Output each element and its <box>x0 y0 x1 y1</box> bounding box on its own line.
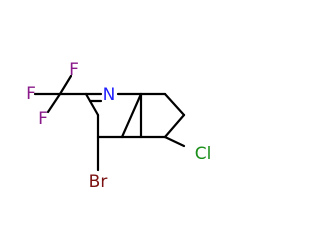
atom-label-bromine: Br <box>89 172 108 192</box>
atom-label-chlorine: Cl <box>195 144 212 164</box>
atom-label-fluorine-bottom: F <box>38 109 48 129</box>
bond-c8-c7 <box>163 92 186 117</box>
bond-c-f-top <box>58 74 73 96</box>
bond-c-f-bottom <box>46 92 62 114</box>
atom-label-fluorine-left: F <box>26 84 36 104</box>
atom-label-fluorine-top: F <box>69 60 79 80</box>
bond-c4a-c8a <box>120 92 143 139</box>
bond-c7-c6 <box>163 113 186 139</box>
bond-c2-c3 <box>84 92 100 117</box>
atom-label-nitrogen: N <box>103 85 116 105</box>
molecule-structure: N F F F Br Cl <box>26 60 212 192</box>
molecule-canvas: N F F F Br Cl <box>26 60 212 192</box>
bond-c6-cl <box>163 135 186 148</box>
